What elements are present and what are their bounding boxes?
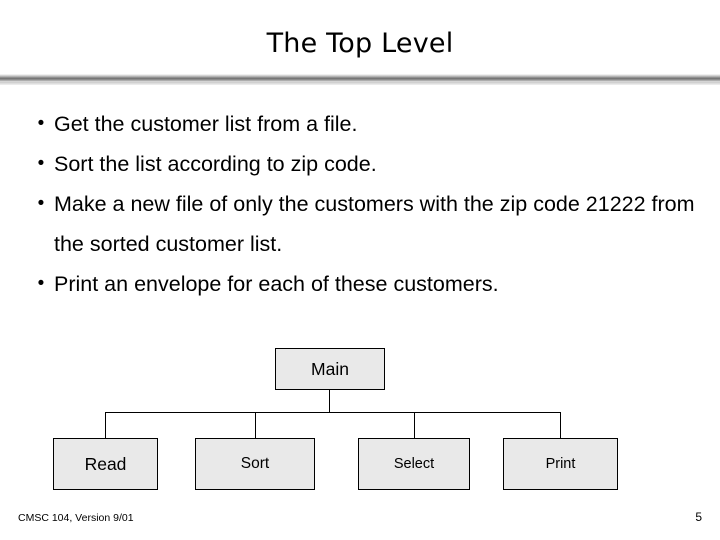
connector-read-down	[105, 412, 106, 438]
bullet-marker-icon: •	[37, 193, 45, 214]
title-divider-shadow	[0, 82, 720, 85]
title-divider	[0, 74, 720, 82]
diagram-node-main: Main	[275, 348, 385, 390]
list-item: • Print an envelope for each of these cu…	[28, 264, 700, 304]
list-item: • Sort the list according to zip code.	[28, 144, 700, 184]
footer-page-number: 5	[695, 510, 702, 524]
list-item: • Get the customer list from a file.	[28, 104, 700, 144]
page-title: The Top Level	[266, 28, 454, 59]
connector-main-down	[329, 390, 330, 412]
structure-chart: Main Read Sort Select Print	[0, 340, 720, 500]
bullet-text: Print an envelope for each of these cust…	[54, 272, 499, 296]
bullet-marker-icon: •	[37, 153, 45, 174]
bullet-text: Sort the list according to zip code.	[54, 152, 377, 176]
diagram-node-print: Print	[503, 438, 618, 490]
connector-sort-down	[255, 412, 256, 438]
connector-select-down	[414, 412, 415, 438]
footer-course-label: CMSC 104, Version 9/01	[18, 512, 134, 524]
bullet-list: • Get the customer list from a file. • S…	[28, 104, 700, 304]
bullet-text: Make a new file of only the customers wi…	[54, 192, 695, 256]
connector-horizontal-bus	[105, 412, 561, 413]
connector-print-down	[560, 412, 561, 438]
diagram-node-sort: Sort	[195, 438, 315, 490]
list-item: • Make a new file of only the customers …	[28, 184, 700, 264]
diagram-node-select: Select	[358, 438, 470, 490]
bullet-marker-icon: •	[37, 113, 45, 134]
bullet-text: Get the customer list from a file.	[54, 112, 358, 136]
bullet-marker-icon: •	[37, 273, 45, 294]
diagram-node-read: Read	[53, 438, 158, 490]
